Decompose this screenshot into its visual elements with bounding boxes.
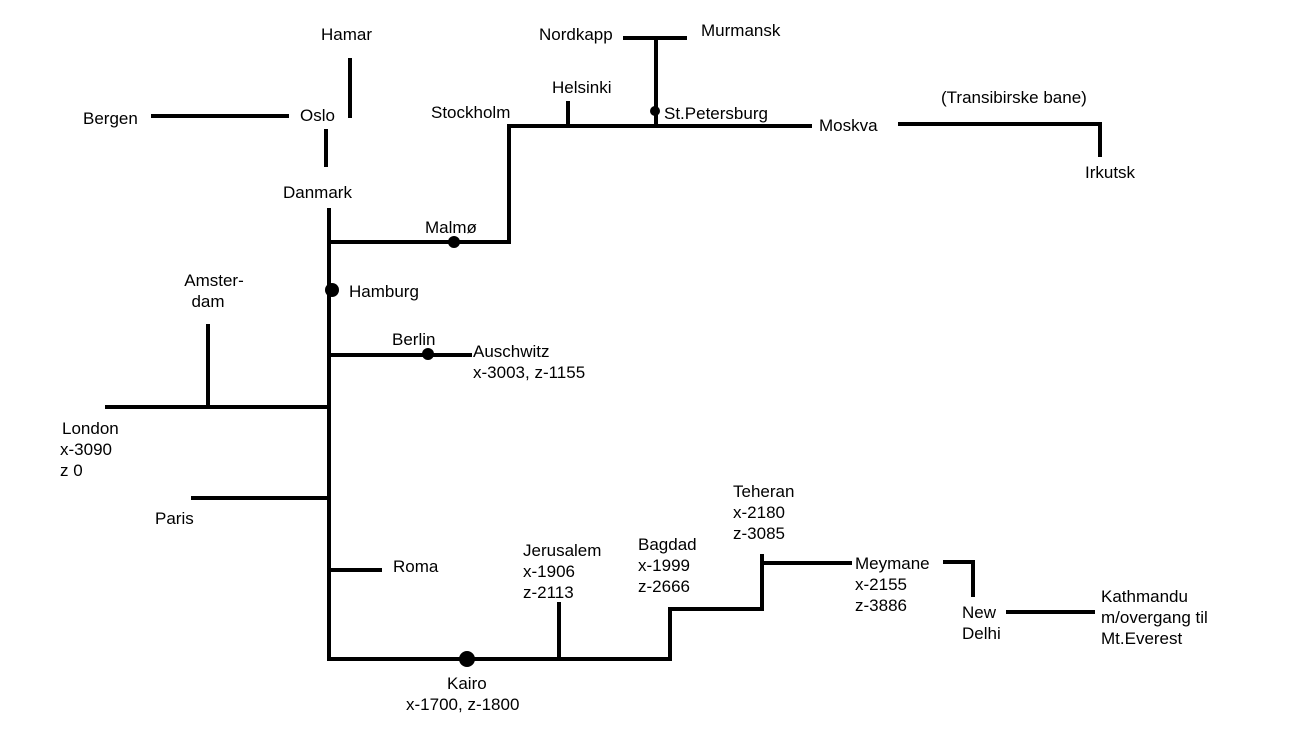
station-z-bagdad: z-2666 [638, 577, 690, 596]
station-label-murmansk: Murmansk [701, 21, 781, 40]
station-label-paris: Paris [155, 509, 194, 528]
station-x-kairo: x-1700, [406, 695, 463, 714]
station-label-meymane: Meymane x-2155 z-3886 [855, 553, 930, 616]
station-label-danmark: Danmark [283, 183, 352, 202]
station-label-roma: Roma [393, 557, 439, 576]
station-x-meymane: x-2155 [855, 575, 907, 594]
station-name-new-delhi-line1: New [962, 603, 997, 622]
station-name-auschwitz: Auschwitz [473, 342, 550, 361]
station-label-malmo: Malmø [425, 218, 477, 237]
station-dot-hamburg [325, 283, 339, 297]
station-label-hamar: Hamar [321, 25, 373, 44]
station-name-bagdad: Bagdad [638, 535, 697, 554]
station-label-amsterdam-line2: dam [191, 292, 225, 311]
station-label-auschwitz: Auschwitz x-3003, z-1155 [473, 341, 585, 383]
station-label-teheran: Teheran x-2180 z-3085 [733, 481, 794, 544]
station-name-london: London [62, 419, 119, 438]
station-label-new-delhi: New Delhi [962, 602, 1001, 644]
station-label-berlin: Berlin [392, 330, 436, 349]
station-label-amsterdam-line1: Amster- [184, 271, 244, 290]
station-label-irkutsk: Irkutsk [1085, 163, 1136, 182]
station-name-new-delhi-line2: Delhi [962, 624, 1001, 643]
station-label-nordkapp: Nordkapp [539, 25, 613, 44]
station-x-bagdad: x-1999 [638, 556, 690, 575]
station-dot-berlin [422, 348, 434, 360]
station-label-bergen: Bergen [83, 109, 138, 128]
station-label-london: London x-3090 z 0 [60, 418, 119, 481]
station-dot-st-petersburg [650, 106, 660, 116]
station-z-kairo: z-1800 [467, 695, 520, 714]
station-x-auschwitz: x-3003, [473, 363, 530, 382]
station-name-teheran: Teheran [733, 482, 795, 501]
station-x-jerusalem: x-1906 [523, 562, 575, 581]
station-coords-kairo: x-1700, z-1800 [406, 694, 519, 715]
station-dot-kairo [459, 651, 475, 667]
station-label-helsinki: Helsinki [552, 78, 612, 97]
station-label-kathmandu: Kathmandu m/overgang til Mt.Everest [1101, 586, 1208, 649]
station-z-auschwitz: z-1155 [534, 363, 586, 382]
station-label-oslo: Oslo [300, 106, 335, 125]
station-label-kairo: Kairo x-1700, z-1800 [406, 673, 519, 715]
station-name-kathmandu-line1: Kathmandu [1101, 587, 1188, 606]
station-label-jerusalem: Jerusalem x-1906 z-2113 [523, 540, 601, 603]
station-x-london: x-3090 [60, 440, 112, 459]
station-z-teheran: z-3085 [733, 524, 785, 543]
station-name-kairo: Kairo [447, 674, 487, 693]
station-label-moskva: Moskva [819, 116, 878, 135]
station-label-stockholm: Stockholm [431, 103, 511, 122]
station-label-st-petersburg: St.Petersburg [664, 104, 768, 123]
station-z-meymane: z-3886 [855, 596, 907, 615]
station-name-jerusalem: Jerusalem [523, 541, 602, 560]
station-label-bagdad: Bagdad x-1999 z-2666 [638, 534, 697, 597]
station-name-meymane: Meymane [855, 554, 930, 573]
station-name-kathmandu-line3: Mt.Everest [1101, 629, 1183, 648]
station-dot-malmo [448, 236, 460, 248]
station-name-kathmandu-line2: m/overgang til [1101, 608, 1208, 627]
station-x-teheran: x-2180 [733, 503, 785, 522]
station-coords-auschwitz: x-3003, z-1155 [473, 362, 585, 383]
station-z-london: z 0 [60, 461, 83, 480]
line-label-transibirske: (Transibirske bane) [941, 88, 1087, 107]
station-z-jerusalem: z-2113 [523, 583, 574, 602]
station-label-amsterdam: Amster- dam [179, 270, 249, 312]
station-label-hamburg: Hamburg [349, 282, 419, 301]
